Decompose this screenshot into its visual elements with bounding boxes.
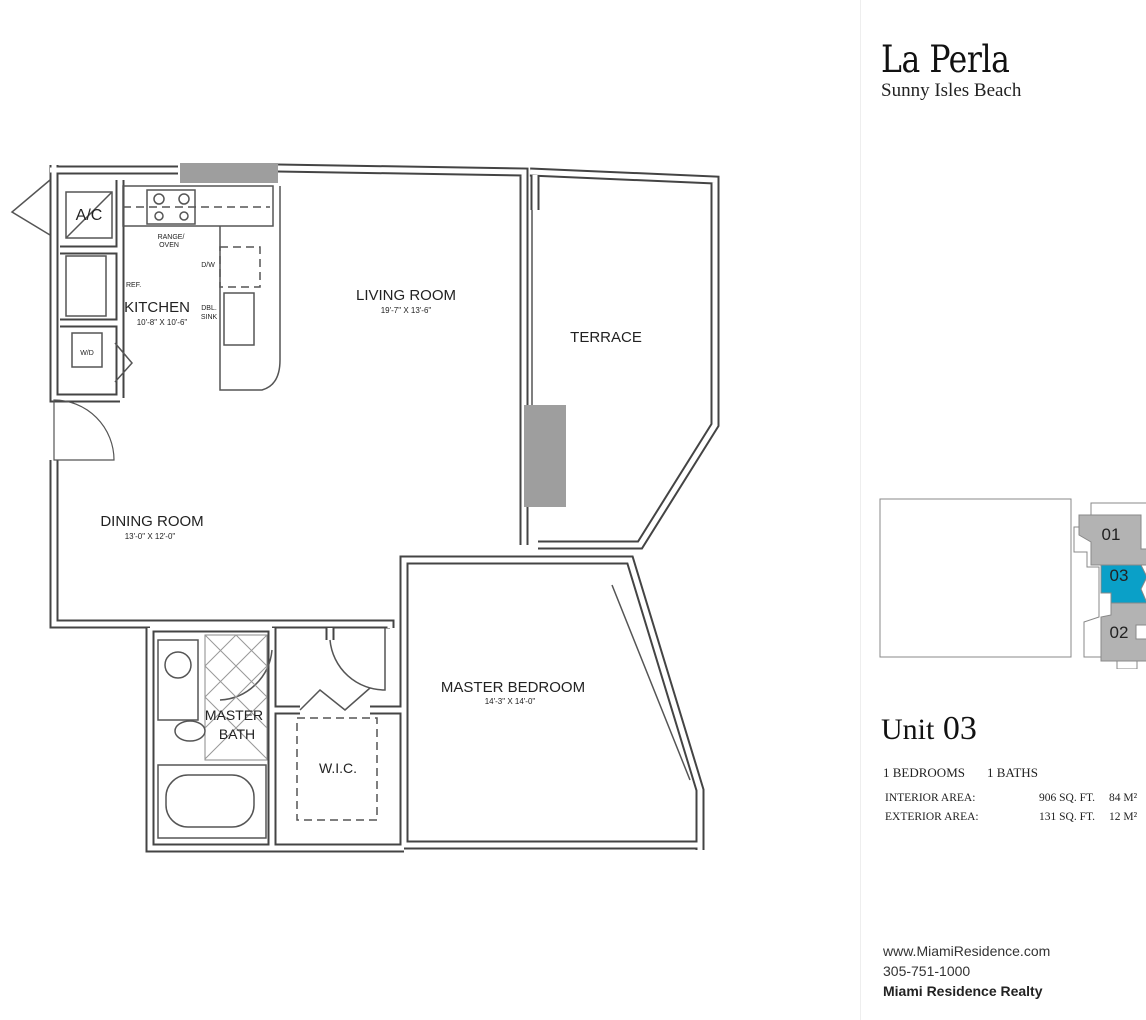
property-location: Sunny Isles Beach — [881, 80, 1022, 101]
column — [524, 405, 566, 507]
room-label: MASTER BEDROOM — [441, 679, 585, 696]
room-label: KITCHEN — [124, 299, 190, 316]
counter — [122, 185, 274, 227]
phone-number[interactable]: 305-751-1000 — [883, 963, 971, 979]
key-plan: 01 03 02 — [879, 498, 1146, 669]
room-label: LIVING ROOM — [356, 287, 456, 304]
room-label: W.I.C. — [319, 760, 357, 776]
area-sqft: 906 SQ. FT. — [1039, 792, 1096, 804]
keyplan-label: 03 — [1110, 566, 1129, 585]
counter — [219, 186, 281, 391]
door-swing — [53, 399, 115, 461]
keyplan-label: 02 — [1110, 623, 1129, 642]
unit-number: 03 — [942, 710, 977, 747]
area-sqft: 131 SQ. FT. — [1039, 811, 1096, 823]
floor-plan: LIVING ROOM 19'-7" X 13'-6" KITCHEN 10'-… — [10, 163, 720, 853]
toilet — [174, 720, 206, 742]
fixture-label: A/C — [76, 207, 103, 224]
area-label: INTERIOR AREA: — [885, 792, 976, 804]
fixture-label: D/W — [201, 262, 215, 269]
keyplan-unit-02[interactable] — [1100, 602, 1146, 662]
room-label: DINING ROOM — [100, 513, 203, 530]
room-dims: 13'-0" X 12'-0" — [125, 532, 176, 541]
walls — [49, 163, 720, 853]
fixture-label: DBL. — [201, 305, 217, 312]
keyplan-label: 01 — [1102, 525, 1121, 544]
refrigerator — [65, 255, 107, 317]
property-title: La Perla — [881, 38, 1010, 81]
website-link[interactable]: www.MiamiResidence.com — [883, 943, 1051, 959]
unit-label: Unit — [881, 713, 935, 746]
ac-door — [10, 179, 51, 236]
vanity — [157, 639, 199, 721]
fixture-label: OVEN — [159, 242, 179, 249]
fixture-label: REF. — [126, 282, 141, 289]
room-label: TERRACE — [570, 329, 642, 346]
dishwasher — [219, 246, 261, 288]
room-label: MASTER — [205, 707, 263, 723]
company-name: Miami Residence Realty — [883, 983, 1043, 999]
fixture-label: W/D — [80, 350, 94, 357]
ac-unit — [65, 191, 113, 239]
info-panel: La Perla Sunny Isles Beach 01 03 02 Unit… — [860, 0, 1146, 1020]
room-dims: 10'-8" X 10'-6" — [137, 318, 188, 327]
keyplan-unit-03[interactable] — [1100, 564, 1146, 604]
area-label: EXTERIOR AREA: — [885, 811, 979, 823]
baths: 1 BATHS — [987, 765, 1038, 780]
room-dims: 14'-3" X 14'-0" — [485, 697, 536, 706]
sink — [223, 292, 255, 346]
range-oven — [146, 189, 196, 225]
bedrooms: 1 BEDROOMS — [883, 765, 965, 780]
area-m2: 12 M² — [1109, 811, 1138, 823]
closet-rod — [296, 717, 378, 821]
area-m2: 84 M² — [1109, 792, 1138, 804]
room-label: BATH — [219, 726, 255, 742]
unit-heading: Unit 03 — [881, 710, 977, 748]
fixture-label: SINK — [201, 314, 218, 321]
room-dims: 19'-7" X 13'-6" — [381, 306, 432, 315]
fixture-label: RANGE/ — [158, 234, 185, 241]
washer-dryer — [71, 332, 103, 368]
room-counts: 1 BEDROOMS 1 BATHS — [883, 765, 1060, 781]
door-swing — [329, 628, 386, 691]
column — [180, 163, 278, 183]
bathtub — [157, 764, 267, 839]
